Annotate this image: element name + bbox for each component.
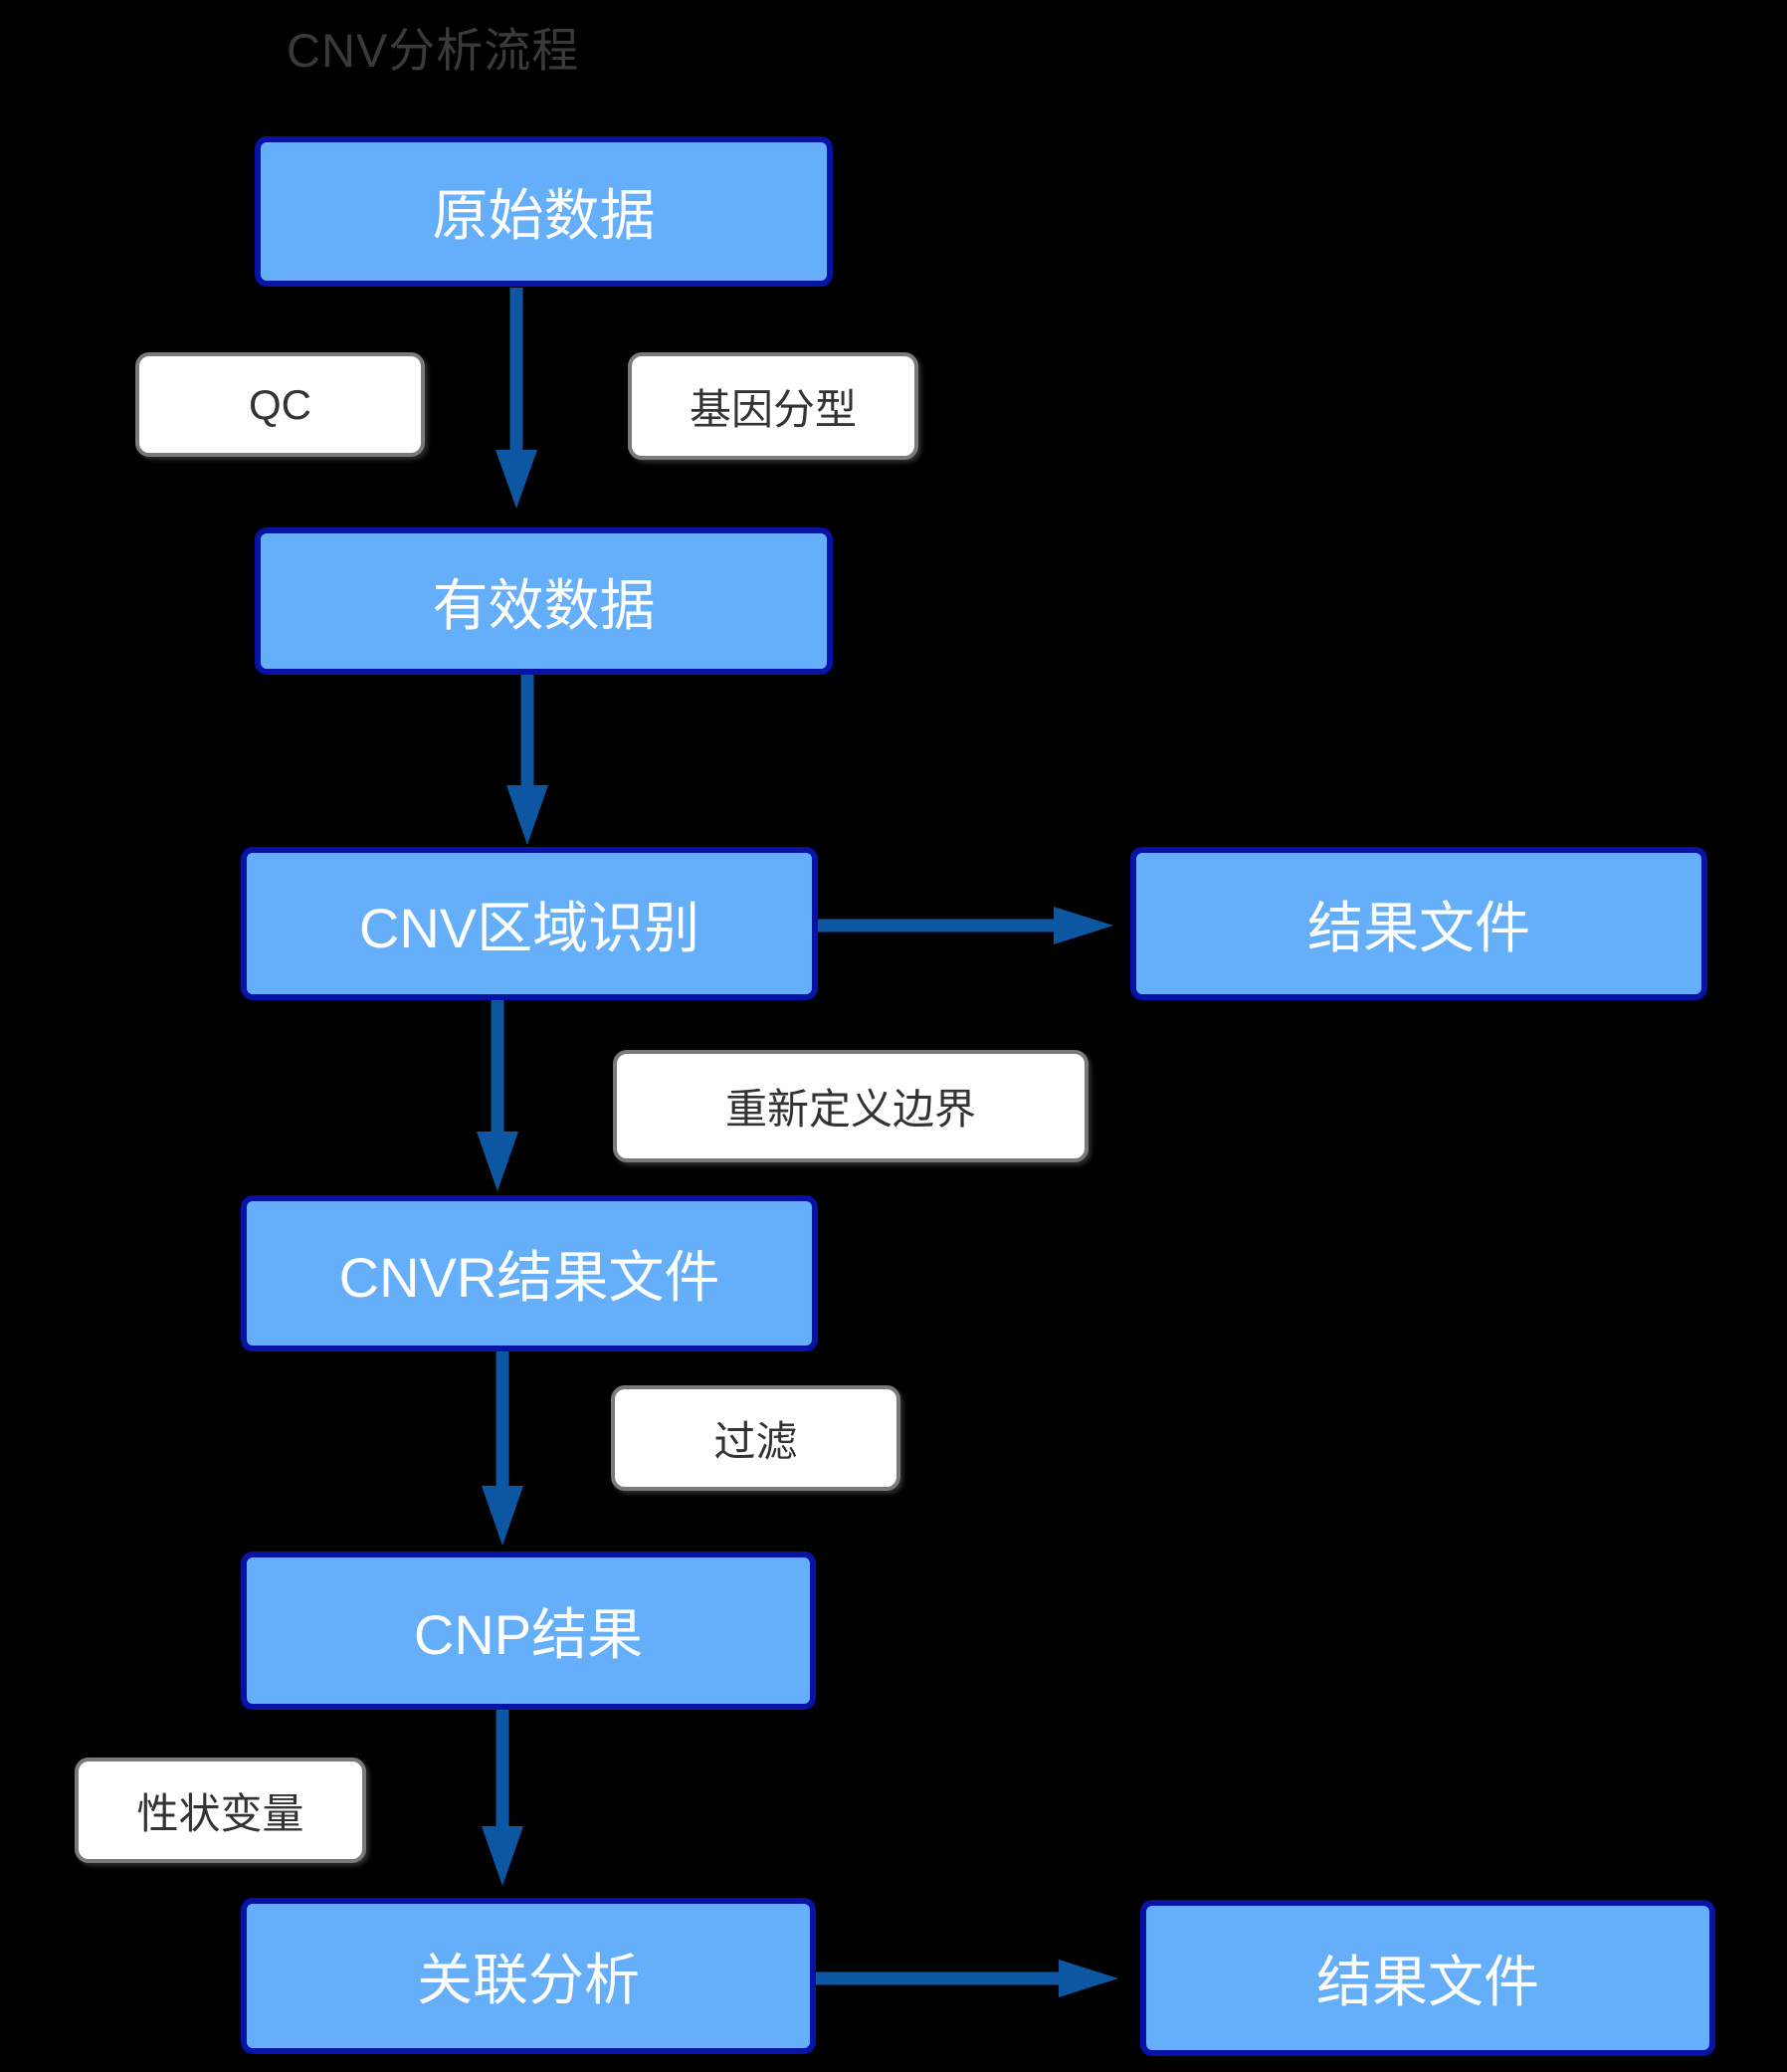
node-result-file-top: 结果文件 bbox=[1130, 847, 1707, 1000]
node-cnvr-result: CNVR结果文件 bbox=[241, 1195, 818, 1351]
node-cnv-region: CNV区域识别 bbox=[241, 847, 818, 1000]
node-result-file-bottom-label: 结果文件 bbox=[1316, 1951, 1539, 2013]
node-raw-data-label: 原始数据 bbox=[432, 184, 656, 247]
node-cnp-result: CNP结果 bbox=[241, 1552, 816, 1710]
edge-label-genotyping: 基因分型 bbox=[628, 352, 918, 460]
diagram-title: CNV分析流程 bbox=[287, 24, 580, 77]
arrow-association-to-result-file bbox=[814, 1960, 1118, 1997]
arrow-cnvr-result-to-cnp-result bbox=[482, 1349, 523, 1546]
node-cnvr-result-label: CNVR结果文件 bbox=[338, 1246, 720, 1309]
node-association-label: 关联分析 bbox=[417, 1949, 640, 2011]
arrow-cnv-region-to-result-file bbox=[816, 907, 1113, 944]
edge-label-genotyping-text: 基因分型 bbox=[689, 385, 857, 433]
node-result-file-bottom: 结果文件 bbox=[1140, 1900, 1715, 2056]
edge-label-redefine-boundary: 重新定义边界 bbox=[613, 1050, 1089, 1162]
edge-label-filter: 过滤 bbox=[611, 1385, 900, 1491]
arrow-valid-to-cnv-region bbox=[506, 673, 548, 845]
edge-label-qc: QC bbox=[135, 352, 425, 457]
edge-label-qc-text: QC bbox=[249, 380, 311, 428]
arrow-cnv-region-to-cnvr-result bbox=[477, 998, 518, 1191]
node-valid-data-label: 有效数据 bbox=[432, 573, 656, 637]
edge-label-trait-variable: 性状变量 bbox=[75, 1758, 366, 1863]
node-cnv-region-label: CNV区域识别 bbox=[358, 896, 700, 959]
node-valid-data: 有效数据 bbox=[255, 527, 833, 675]
edge-label-filter-text: 过滤 bbox=[713, 1417, 798, 1465]
arrow-raw-to-valid bbox=[496, 288, 537, 509]
node-raw-data: 原始数据 bbox=[255, 136, 833, 287]
edge-label-redefine-boundary-text: 重新定义边界 bbox=[724, 1086, 976, 1133]
node-association: 关联分析 bbox=[241, 1898, 816, 2054]
node-result-file-top-label: 结果文件 bbox=[1307, 896, 1530, 959]
node-cnp-result-label: CNP结果 bbox=[413, 1603, 644, 1666]
edge-label-trait-variable-text: 性状变量 bbox=[136, 1789, 304, 1837]
arrow-cnp-result-to-association bbox=[482, 1708, 523, 1886]
